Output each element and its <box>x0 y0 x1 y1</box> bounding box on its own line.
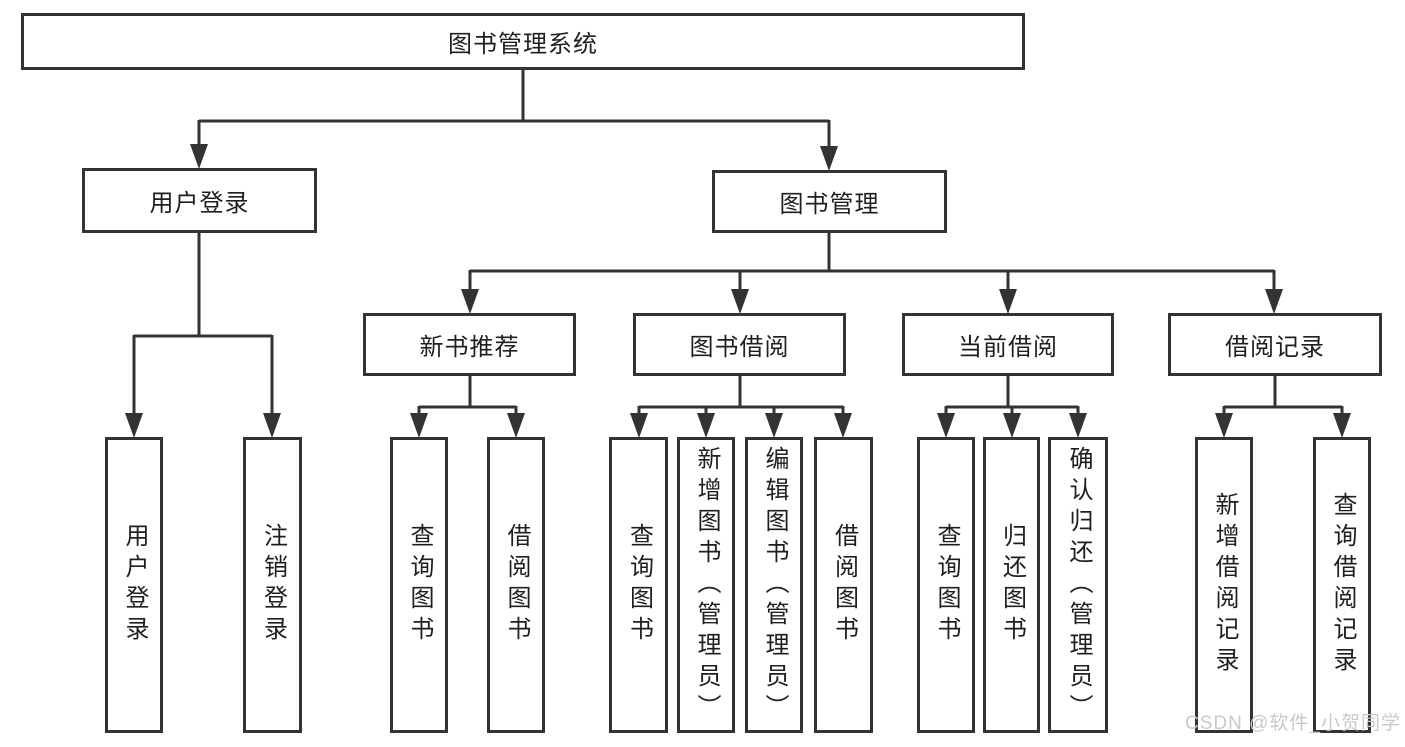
leaf-query-books: 查询图书 <box>917 437 975 733</box>
node-user-login: 用户登录 <box>82 168 317 233</box>
leaf-label: 借阅图书 <box>503 523 530 647</box>
node-book-borrowing: 图书借阅 <box>633 313 846 376</box>
leaf-label: 查询图书 <box>406 523 433 647</box>
leaf-user-login: 用户登录 <box>105 437 163 733</box>
leaf-label: 注销登录 <box>259 523 287 647</box>
leaf-query-books: 查询图书 <box>390 437 448 733</box>
leaf-label: 查询借阅记录 <box>1329 492 1356 678</box>
watermark: CSDN @软件_小贺同学 <box>1185 713 1401 734</box>
node-new-book-recommendation: 新书推荐 <box>363 313 576 376</box>
leaf-label: 新增图书（管理员） <box>693 445 720 725</box>
leaf-confirm-return-admin: 确认归还（管理员） <box>1048 437 1108 733</box>
leaf-logout: 注销登录 <box>243 437 302 733</box>
leaf-label: 归还图书 <box>998 523 1026 647</box>
leaf-edit-books-admin: 编辑图书（管理员） <box>745 437 803 733</box>
node-library-management-system: 图书管理系统 <box>21 13 1025 70</box>
leaf-borrow-books: 借阅图书 <box>487 437 545 733</box>
leaf-add-borrow-record: 新增借阅记录 <box>1195 437 1253 733</box>
node-borrowing-records: 借阅记录 <box>1168 313 1382 376</box>
leaf-label: 查询图书 <box>625 523 653 647</box>
leaf-add-books-admin: 新增图书（管理员） <box>677 437 735 733</box>
leaf-label: 新增借阅记录 <box>1211 492 1238 678</box>
node-current-borrowing: 当前借阅 <box>902 313 1114 376</box>
leaf-label: 借阅图书 <box>830 523 858 647</box>
leaf-label: 确认归还（管理员） <box>1065 445 1092 725</box>
leaf-label: 用户登录 <box>121 523 148 647</box>
node-book-management: 图书管理 <box>712 170 947 233</box>
leaf-return-books: 归还图书 <box>983 437 1040 733</box>
leaf-query-books: 查询图书 <box>609 437 668 733</box>
leaf-borrow-books: 借阅图书 <box>814 437 873 733</box>
leaf-label: 编辑图书（管理员） <box>761 445 788 725</box>
leaf-query-borrow-record: 查询借阅记录 <box>1313 437 1371 733</box>
leaf-label: 查询图书 <box>933 523 960 647</box>
